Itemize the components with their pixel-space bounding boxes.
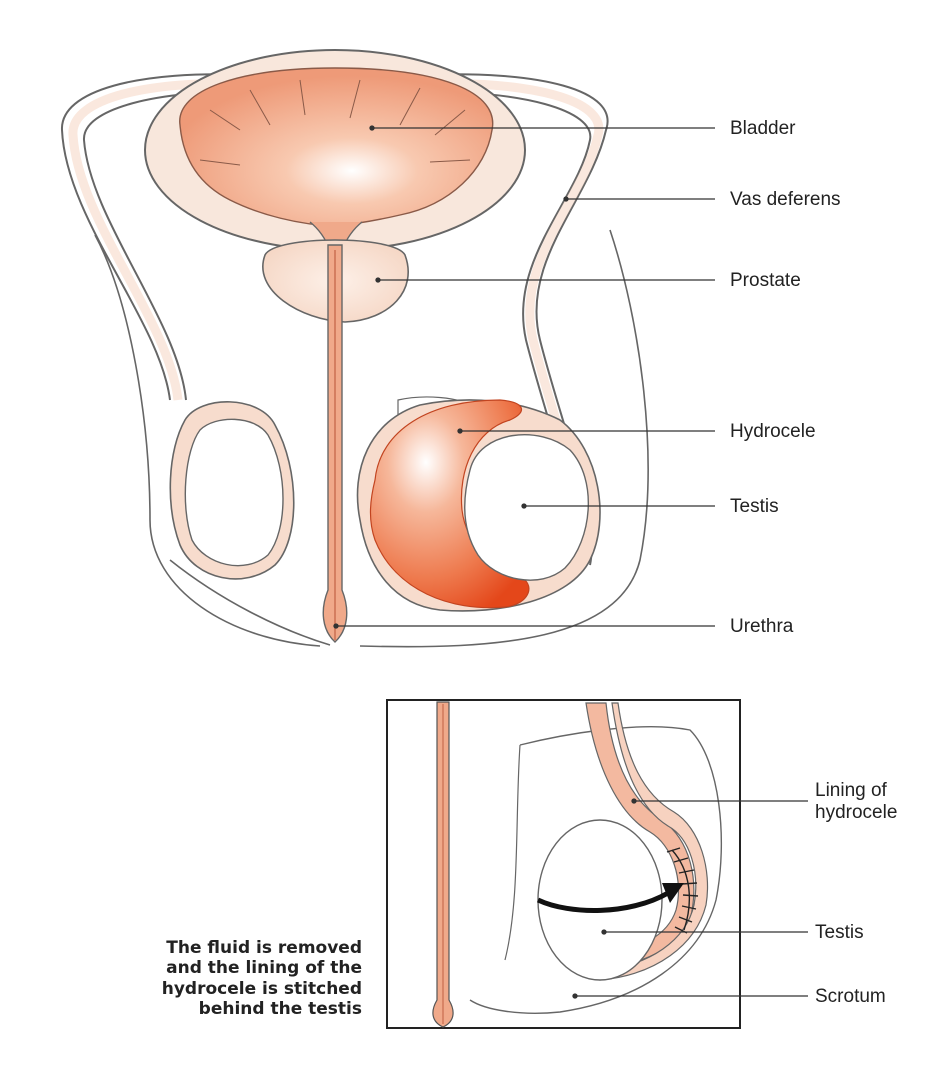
caption-line-3: hydrocele is stitched (62, 979, 362, 999)
label-lining-line2: hydrocele (815, 802, 897, 824)
label-testis: Testis (730, 497, 779, 516)
label-urethra: Urethra (730, 617, 793, 636)
caption-line-1: The fluid is removed (62, 938, 362, 958)
label-scrotum: Scrotum (815, 987, 886, 1006)
bladder (145, 50, 525, 250)
caption-line-4: behind the testis (62, 999, 362, 1019)
right-testis-hydrocele (358, 397, 601, 611)
caption-line-2: and the lining of the (62, 958, 362, 978)
label-inset-testis: Testis (815, 923, 864, 942)
left-testis (170, 402, 293, 579)
label-lining-line1: Lining of (815, 780, 897, 802)
label-hydrocele: Hydrocele (730, 422, 816, 441)
inset-box (387, 700, 740, 1028)
label-prostate: Prostate (730, 271, 801, 290)
label-lining-of-hydrocele: Lining of hydrocele (815, 780, 897, 824)
label-vas-deferens: Vas deferens (730, 190, 841, 209)
procedure-caption: The fluid is removed and the lining of t… (62, 938, 362, 1020)
label-bladder: Bladder (730, 119, 796, 138)
